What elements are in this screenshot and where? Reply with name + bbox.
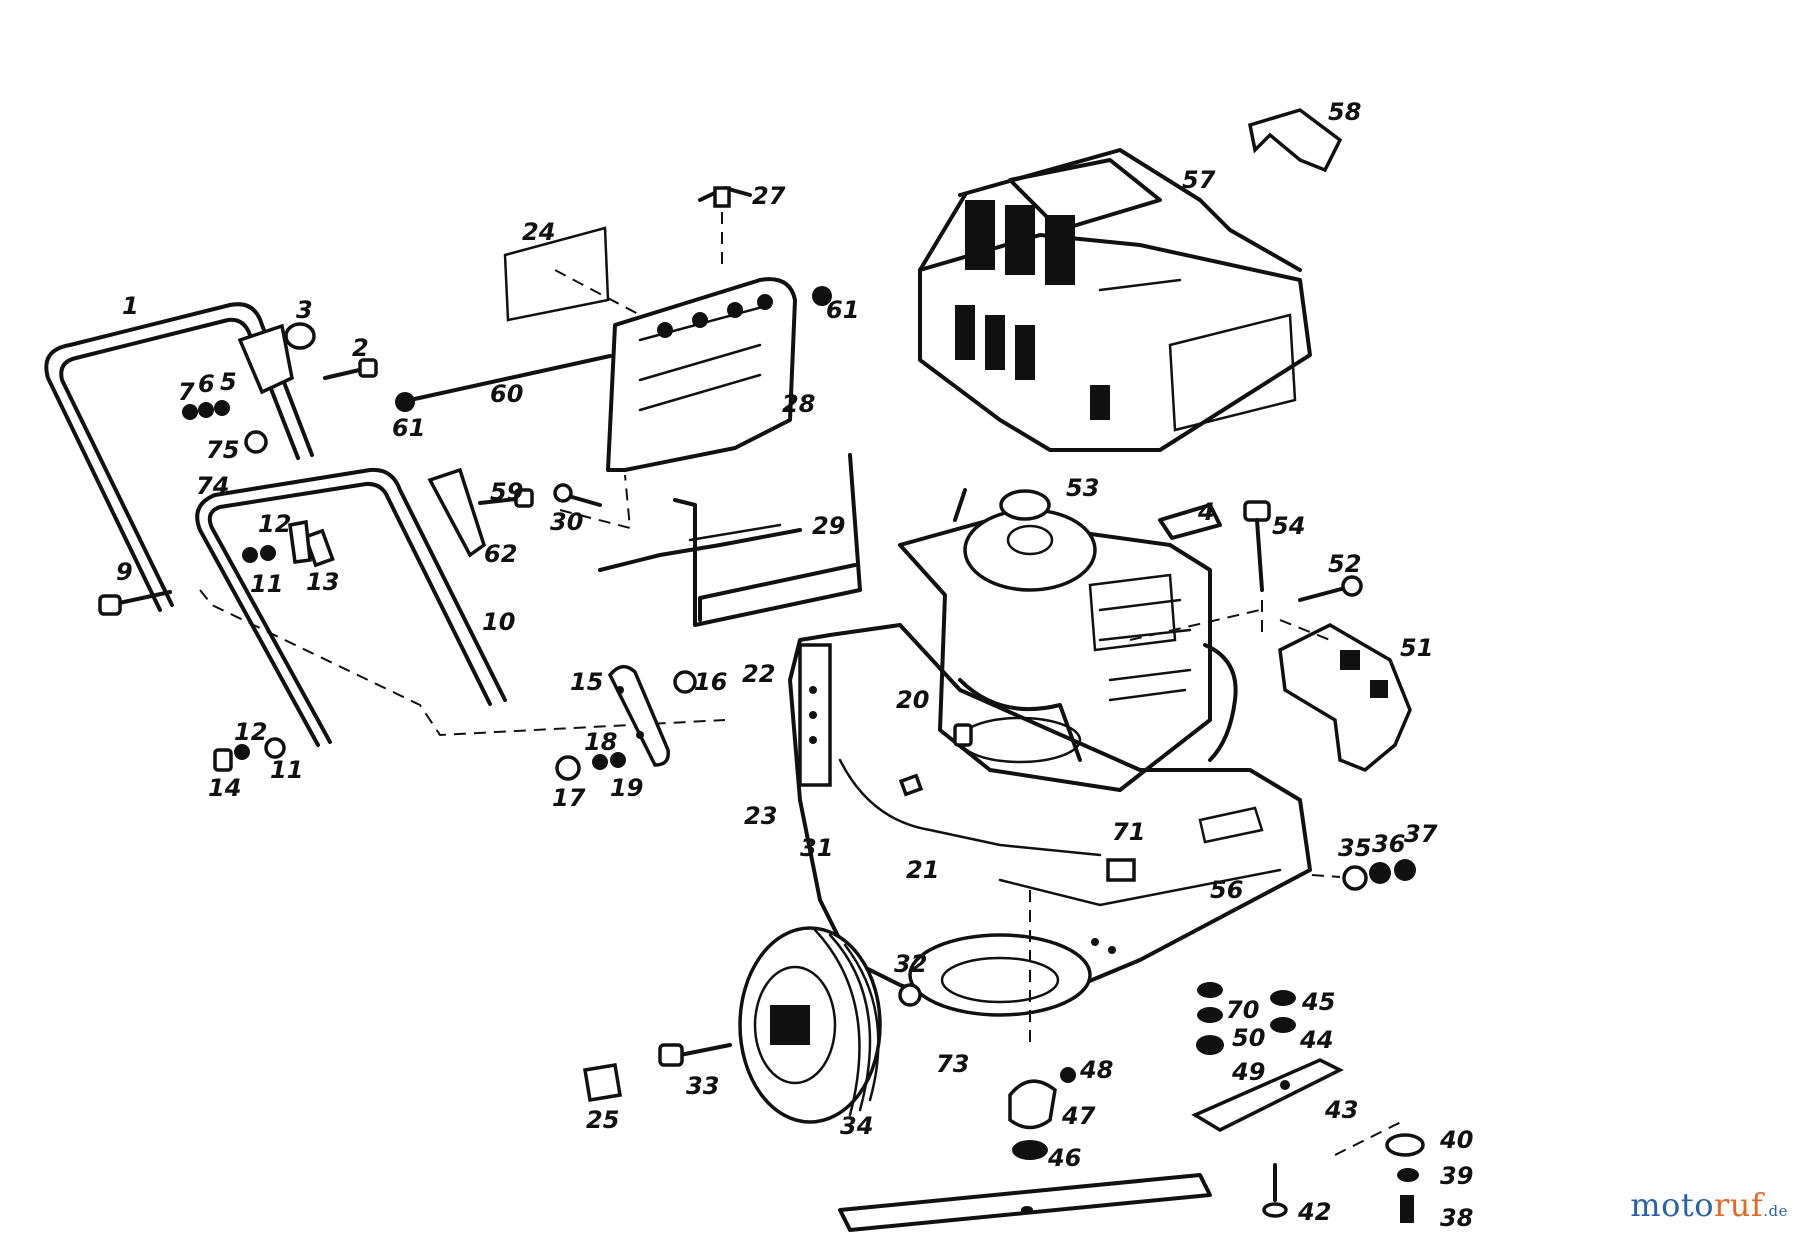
part-label: 48: [1079, 1056, 1113, 1084]
part-label: 46: [1047, 1144, 1081, 1172]
washers-44-50: [1196, 982, 1296, 1055]
rear-washers: [1342, 859, 1416, 891]
part-label: 15: [570, 668, 603, 696]
part-label: 71: [1112, 818, 1145, 846]
blade-adapter-43: [1191, 1058, 1344, 1132]
bag-frame-28: [606, 277, 797, 472]
part-label: 45: [1301, 988, 1335, 1016]
part-label: 22: [742, 660, 775, 688]
spindle-parts: [838, 1067, 1212, 1232]
part-label: 9: [116, 558, 133, 586]
bolt-52: [1298, 575, 1363, 602]
part-label: 49: [1231, 1058, 1265, 1086]
watermark-text-moto: moto: [1630, 1186, 1714, 1224]
part-label: 31: [800, 834, 833, 862]
lower-handle-bar: [195, 467, 507, 747]
part-label: 54: [1272, 512, 1305, 540]
handle-mount-line: [199, 589, 726, 737]
part-label: 18: [584, 728, 617, 756]
warning-label-24: [503, 226, 610, 322]
part-label: 25: [586, 1106, 619, 1134]
part-label: 16: [694, 668, 727, 696]
part-label: 20: [896, 686, 929, 714]
handle-washers: [182, 400, 312, 772]
bracket-51: [1278, 623, 1412, 773]
part-label: 6: [198, 370, 215, 398]
part-label: 53: [1066, 474, 1099, 502]
part-label: 39: [1440, 1162, 1473, 1190]
part-label: 2: [352, 334, 369, 362]
part-label: 43: [1324, 1096, 1358, 1124]
part-label: 62: [484, 540, 517, 568]
part-label: 11: [270, 756, 303, 784]
grass-catcher-57: [918, 148, 1312, 452]
part-label: 14: [208, 774, 241, 802]
part-label: 50: [1232, 1024, 1265, 1052]
part-label: 40: [1439, 1126, 1473, 1154]
part-label: 29: [812, 512, 845, 540]
rod-60: [395, 286, 832, 412]
part-label: 4: [1197, 498, 1215, 526]
part-label: 5: [220, 368, 237, 396]
part-label: 32: [894, 950, 927, 978]
wheel-34: [582, 926, 922, 1124]
engine-block: [898, 488, 1238, 792]
watermark-text-domain: .de: [1763, 1202, 1788, 1220]
part-label: 70: [1226, 996, 1259, 1024]
height-adjust-bracket: [555, 665, 697, 781]
part-label: 61: [392, 414, 425, 442]
part-label: 75: [206, 436, 239, 464]
part-label: 13: [306, 568, 339, 596]
latch-27: [698, 186, 752, 208]
part-label: 19: [610, 774, 643, 802]
watermark-text-ruf: ruf: [1714, 1186, 1764, 1224]
part-label: 27: [752, 182, 786, 210]
part-label: 73: [936, 1050, 969, 1078]
part-label: 34: [840, 1112, 873, 1140]
part-label: 42: [1297, 1198, 1331, 1226]
part-label: 44: [1299, 1026, 1333, 1054]
part-label: 12: [234, 718, 267, 746]
part-label: 28: [782, 390, 815, 418]
catcher-handle-58: [1247, 108, 1343, 173]
part-label: 60: [490, 380, 523, 408]
part-label: 36: [1372, 830, 1405, 858]
part-label: 51: [1400, 634, 1433, 662]
part-label: 56: [1210, 876, 1243, 904]
part-label: 12: [258, 510, 291, 538]
part-label: 57: [1182, 166, 1216, 194]
part-label: 11: [250, 570, 283, 598]
spark-plug-cover-4: [1158, 503, 1222, 540]
part-label: 3: [296, 296, 313, 324]
part-label: 35: [1338, 834, 1371, 862]
bolt-30: [553, 483, 602, 507]
upper-handle-bar: [44, 302, 314, 612]
part-label: 7: [178, 378, 195, 406]
part-label: 59: [490, 478, 523, 506]
part-label: 10: [482, 608, 515, 636]
part-label: 17: [552, 784, 586, 812]
part-label: 61: [826, 296, 859, 324]
part-label: 33: [686, 1072, 719, 1100]
part-label: 47: [1061, 1102, 1096, 1130]
part-label: 24: [522, 218, 555, 246]
part-label: 21: [906, 856, 939, 884]
part-label: 58: [1328, 98, 1361, 126]
handle-clamp-lever: [237, 322, 335, 568]
part-label: 38: [1440, 1204, 1473, 1232]
part-label: 30: [550, 508, 583, 536]
part-label: 37: [1404, 820, 1438, 848]
bolt-54: [1243, 500, 1271, 592]
bag-support-29: [598, 453, 862, 627]
mower-deck: [788, 623, 1312, 1017]
part-label: 23: [744, 802, 777, 830]
part-label: 1: [122, 292, 139, 320]
part-label: 52: [1328, 550, 1361, 578]
watermark-logo: motoruf.de: [1630, 1186, 1788, 1224]
handle-knob-62: [427, 467, 487, 558]
part-label: 74: [196, 472, 229, 500]
blade-bolt-parts: [1262, 1133, 1425, 1223]
handle-bolts: [98, 358, 534, 616]
